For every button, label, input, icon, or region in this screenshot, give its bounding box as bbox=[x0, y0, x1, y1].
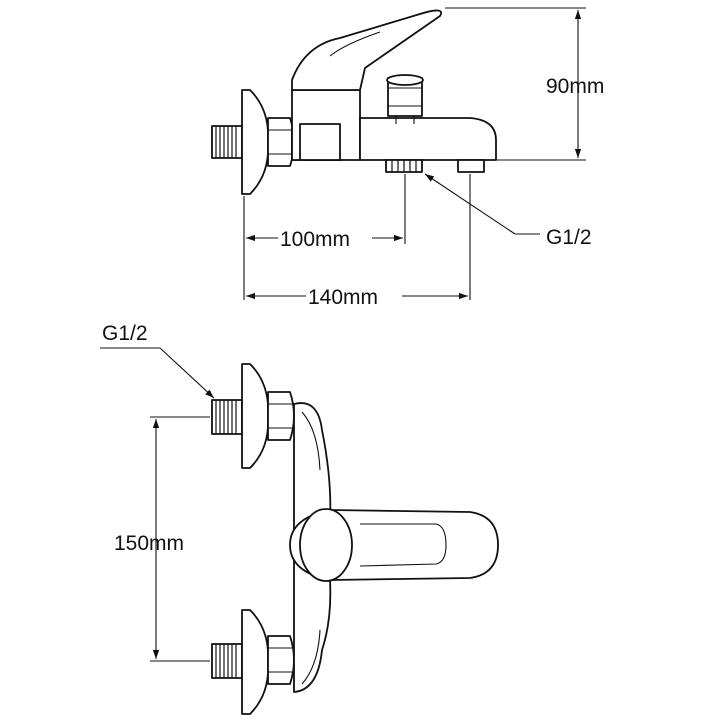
thread-top-label: G1/2 bbox=[102, 322, 148, 345]
side-dimensions: 90mm 100mm 140mm G1/2 bbox=[243, 7, 604, 309]
side-hex-nut bbox=[267, 117, 295, 167]
front-view bbox=[211, 363, 499, 715]
front-lower-threaded-inlet bbox=[211, 643, 243, 679]
side-view bbox=[211, 9, 497, 195]
side-spout-aerator bbox=[457, 159, 485, 173]
side-spout bbox=[359, 117, 497, 161]
thread-side-label: G1/2 bbox=[546, 226, 592, 249]
side-bottom-outlet bbox=[385, 159, 423, 173]
front-lower-flange bbox=[241, 609, 270, 715]
side-diverter-knob bbox=[386, 74, 424, 124]
side-wall-flange bbox=[241, 89, 270, 195]
front-lower-nut bbox=[267, 635, 295, 685]
front-upper-threaded-inlet bbox=[211, 399, 243, 435]
front-handle-cap bbox=[299, 508, 353, 582]
front-upper-nut bbox=[267, 391, 295, 441]
side-lever-handle bbox=[291, 9, 442, 91]
dim-height-label: 90mm bbox=[546, 75, 604, 98]
dim-centers-label: 150mm bbox=[114, 532, 184, 555]
front-upper-flange bbox=[241, 363, 270, 469]
side-threaded-inlet bbox=[211, 125, 243, 159]
dim-inlet-distance-label: 100mm bbox=[280, 228, 350, 251]
front-dimensions: 150mm G1/2 bbox=[100, 322, 215, 662]
dim-spout-distance-label: 140mm bbox=[308, 286, 378, 309]
